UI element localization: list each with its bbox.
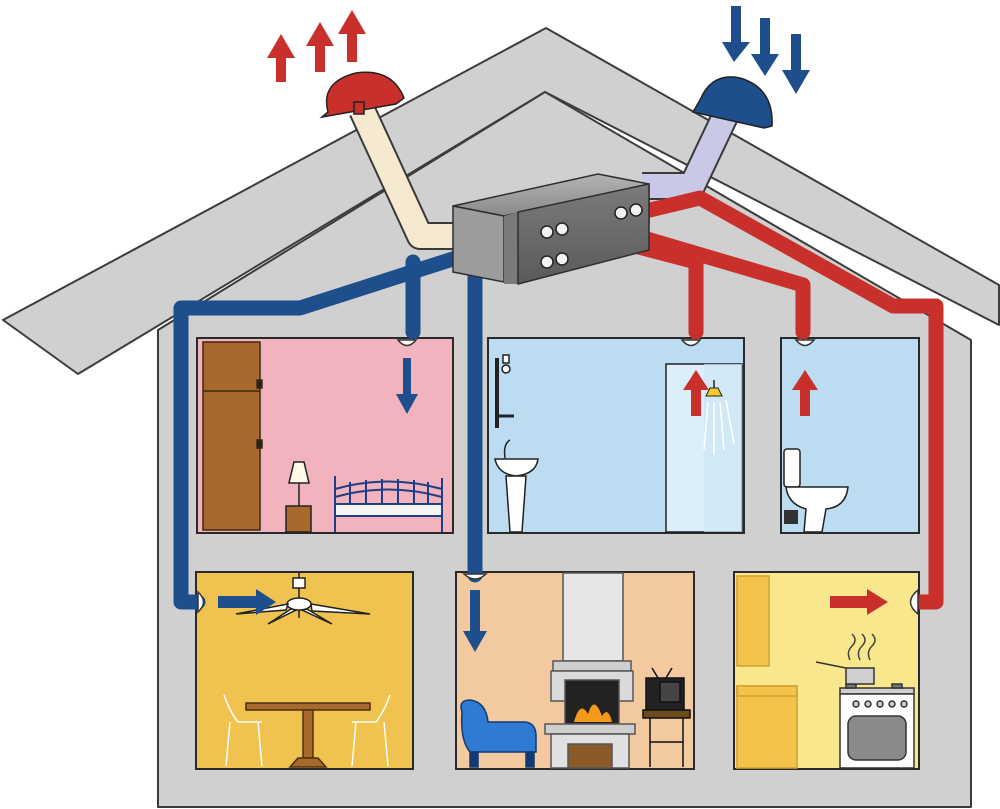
room-arrows bbox=[218, 358, 888, 652]
extract-arrow-kitchen bbox=[830, 589, 888, 615]
sink-icon bbox=[494, 439, 539, 533]
lamp-icon bbox=[285, 461, 312, 533]
bed-icon bbox=[334, 476, 443, 532]
tv-icon bbox=[642, 667, 691, 767]
heat-recovery-unit-icon bbox=[452, 173, 650, 285]
extract-arrow-toilet bbox=[792, 370, 818, 416]
kitchen-cabinets bbox=[736, 575, 798, 769]
supply-arrow-dining bbox=[218, 589, 276, 615]
fireplace-icon bbox=[544, 572, 636, 769]
stove-icon bbox=[839, 683, 915, 769]
exhaust-arrows-icon bbox=[267, 10, 366, 82]
extract-arrow-bathroom bbox=[683, 370, 709, 416]
supply-arrow-bedroom bbox=[396, 358, 418, 414]
supply-ducts bbox=[173, 232, 520, 610]
toilet-icon bbox=[783, 448, 849, 533]
armchair-icon bbox=[460, 699, 537, 768]
fresh-air-intake-duct bbox=[642, 104, 741, 200]
exhaust-cap bbox=[319, 71, 405, 119]
supply-arrow-living bbox=[463, 590, 487, 652]
toilet bbox=[780, 337, 920, 534]
ceiling-fan-icon bbox=[235, 573, 371, 625]
pot-icon bbox=[815, 633, 876, 685]
chair-icon bbox=[223, 694, 391, 767]
vent-diffusers bbox=[197, 339, 919, 616]
mirror-light bbox=[495, 354, 514, 428]
wardrobe-icon bbox=[202, 341, 263, 531]
table-icon bbox=[245, 702, 371, 768]
shower-icon bbox=[665, 363, 743, 533]
intake-cap bbox=[691, 76, 773, 129]
roof bbox=[2, 27, 1000, 375]
intake-arrows-icon bbox=[722, 6, 810, 94]
